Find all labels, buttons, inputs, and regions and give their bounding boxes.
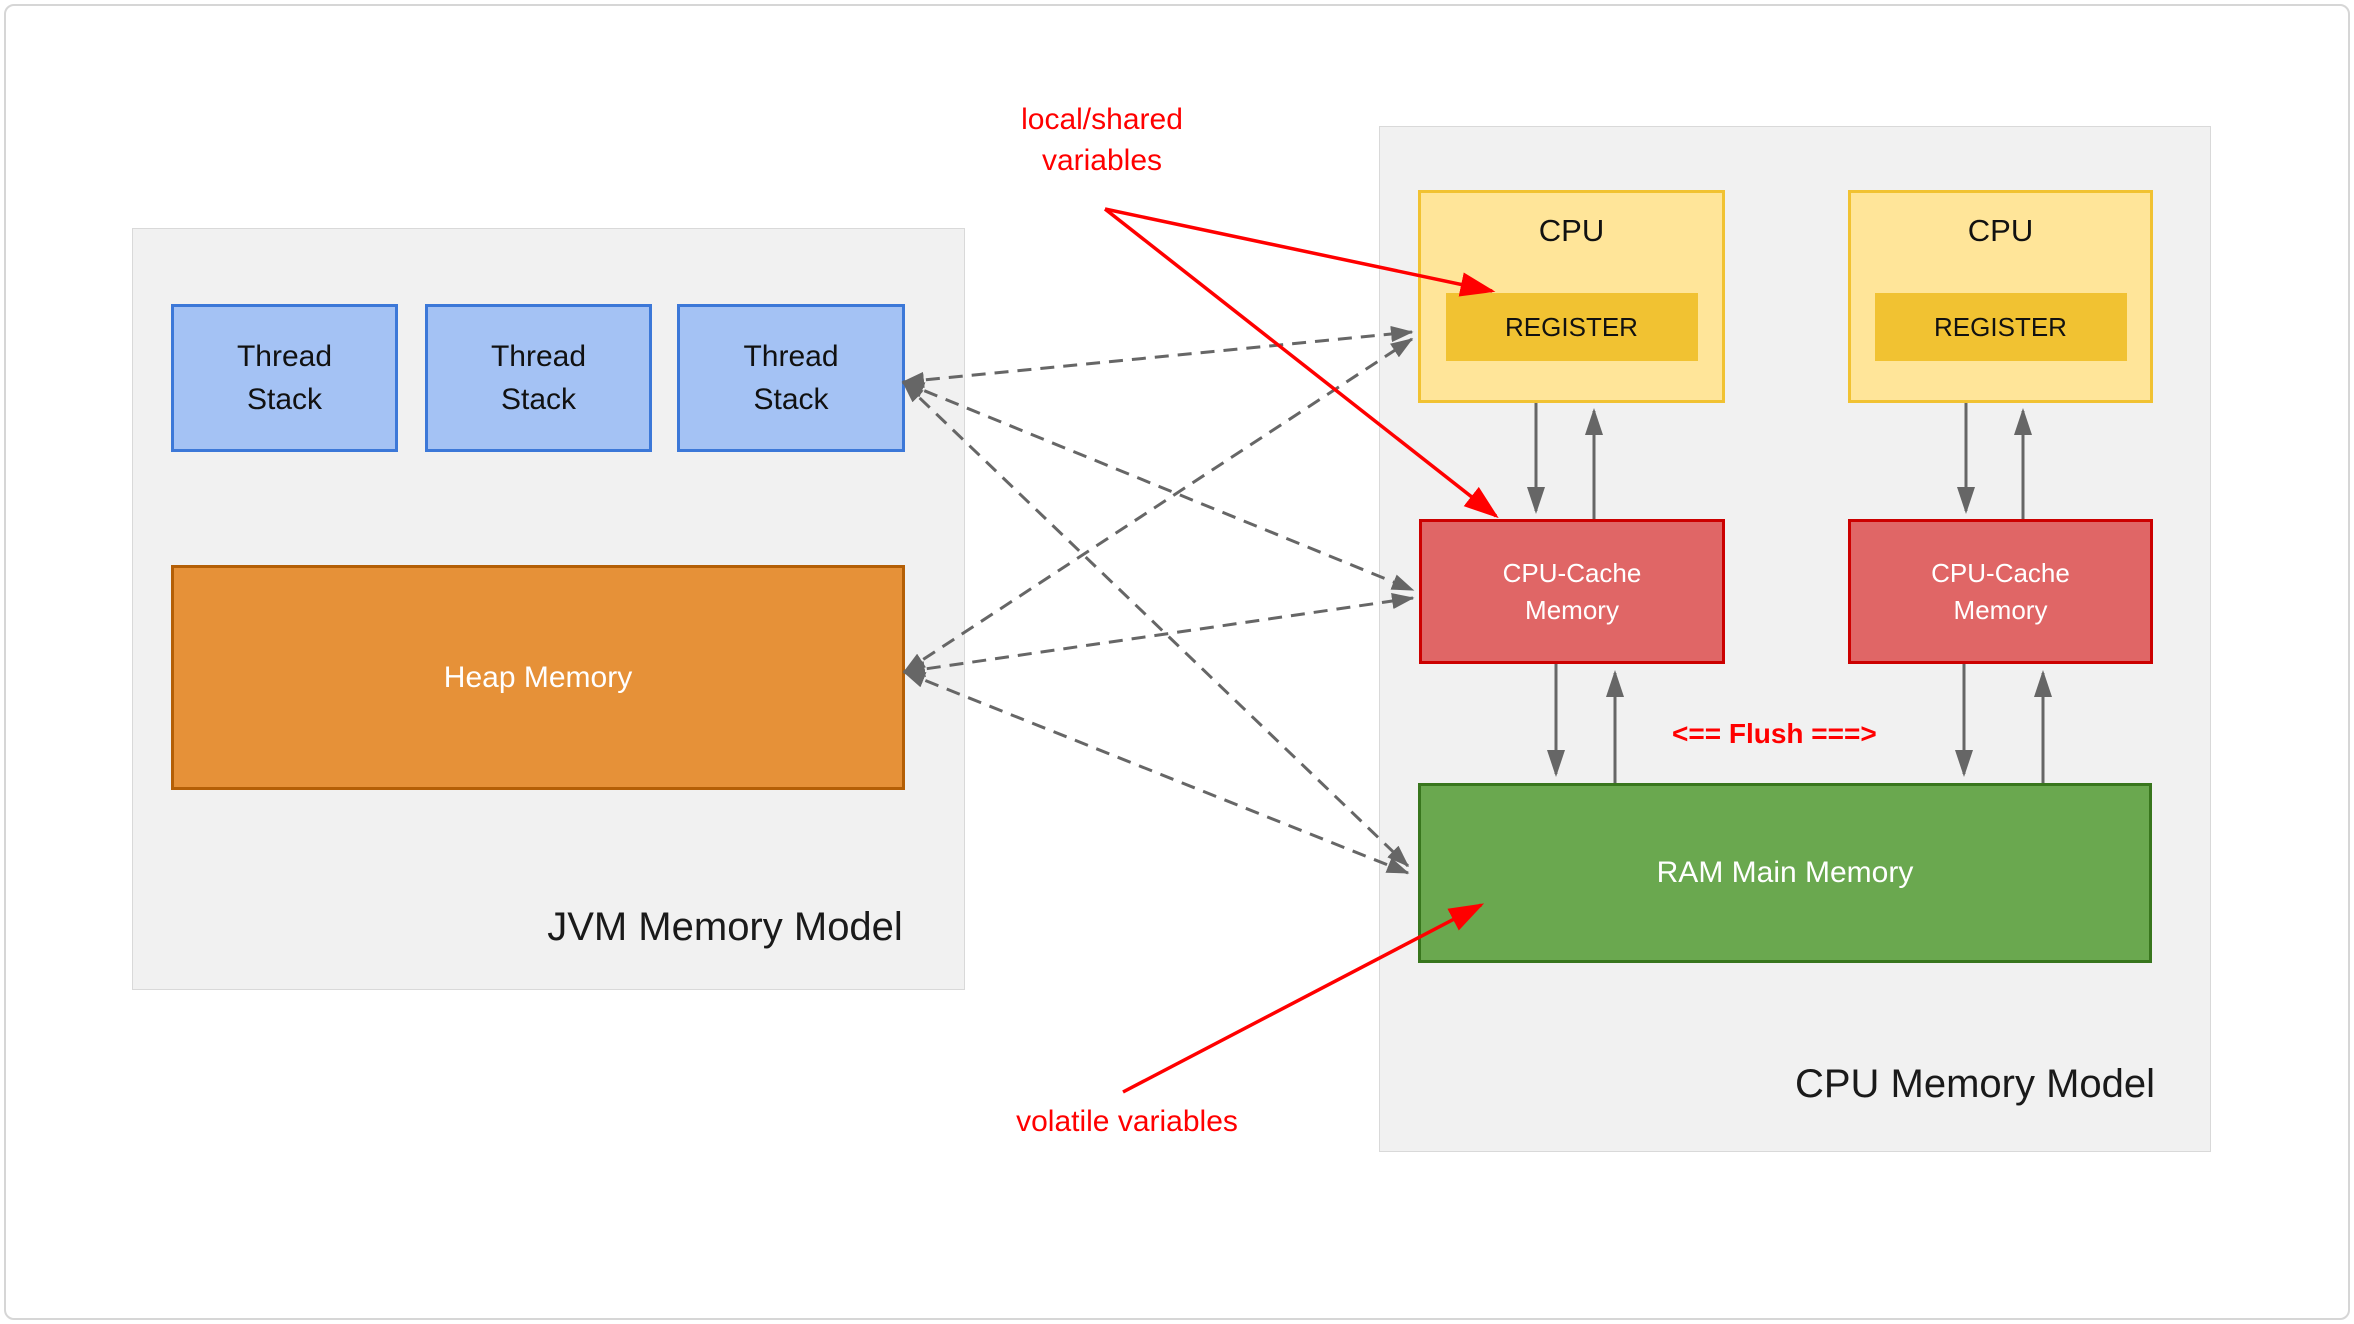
dashed-link-threadstack-ram	[901, 380, 1410, 868]
dashed-link-threadstack-cache	[901, 380, 1415, 592]
thread-stack-box-2: Thread Stack	[425, 304, 652, 452]
heap-memory-box: Heap Memory	[171, 565, 905, 790]
cpu-panel-title: CPU Memory Model	[1794, 1062, 2156, 1106]
jvm-panel-title: JVM Memory Model	[547, 905, 903, 949]
ram-main-memory-box: RAM Main Memory	[1418, 783, 2152, 963]
register-label: REGISTER	[1934, 311, 2067, 342]
thread-stack-label: Thread Stack	[236, 339, 333, 417]
dashed-link-heap-register	[902, 337, 1414, 674]
cpu-box-2: CPU REGISTER	[1848, 190, 2153, 403]
cpu-label: CPU	[1538, 213, 1605, 248]
register-box-1: REGISTER	[1445, 293, 1698, 361]
register-label: REGISTER	[1505, 311, 1638, 342]
thread-stack-box-3: Thread Stack	[677, 304, 905, 452]
cpu-label: CPU	[1967, 213, 2034, 248]
cpu-box-1: CPU REGISTER	[1418, 190, 1725, 403]
dashed-link-heap-ram	[902, 670, 1410, 875]
volatile-variables-label: volatile variables	[1016, 1105, 1238, 1138]
register-box-2: REGISTER	[1874, 293, 2127, 361]
thread-stack-label: Thread Stack	[490, 339, 587, 417]
cpu-cache-box-2: CPU-Cache Memory	[1848, 519, 2153, 664]
ram-main-memory-label: RAM Main Memory	[1656, 856, 1914, 889]
cpu-cache-box-1: CPU-Cache Memory	[1419, 519, 1725, 664]
cpu-cache-label: CPU-Cache Memory	[1931, 558, 2070, 625]
dashed-link-heap-cache	[902, 593, 1415, 677]
flush-label: <== Flush ===>	[1672, 718, 1877, 749]
thread-stack-label: Thread Stack	[743, 339, 839, 417]
cpu-cache-label: CPU-Cache Memory	[1502, 558, 1642, 625]
dashed-link-threadstack-register	[901, 325, 1414, 389]
local-shared-variables-label: local/shared variables	[1021, 103, 1183, 177]
heap-memory-label: Heap Memory	[443, 660, 633, 694]
thread-stack-box-1: Thread Stack	[171, 304, 398, 452]
